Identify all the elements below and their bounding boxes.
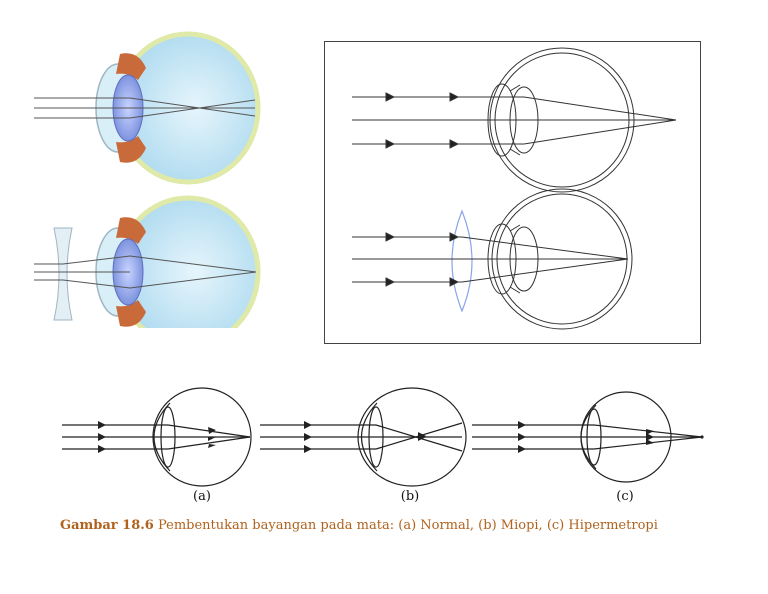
lower-colored-eye xyxy=(34,195,261,328)
eye-normal xyxy=(62,387,252,487)
caption-text: Pembentukan bayangan pada mata: (a) Norm… xyxy=(157,518,658,533)
concave-lens xyxy=(53,227,73,321)
arrowhead xyxy=(385,92,396,102)
upper-colored-eye xyxy=(34,31,261,185)
arrowhead xyxy=(449,139,460,149)
arrowhead xyxy=(385,139,396,149)
light-rays xyxy=(34,255,257,289)
ciliary-muscle-bottom xyxy=(116,300,146,327)
arrowhead xyxy=(449,277,460,287)
arrowheads xyxy=(98,421,704,453)
frame xyxy=(324,41,701,344)
arrowhead xyxy=(449,232,460,242)
arrowhead xyxy=(385,232,396,242)
ciliary-muscle-bottom xyxy=(116,136,146,163)
eye-myopia xyxy=(260,387,467,487)
light-rays xyxy=(34,97,256,119)
label-b: (b) xyxy=(400,489,420,504)
bottom-eye-diagrams xyxy=(62,387,704,487)
label-a: (a) xyxy=(193,489,211,504)
arrowhead xyxy=(385,277,396,287)
ciliary-muscle-top xyxy=(116,217,146,244)
boxed-eye-diagrams xyxy=(324,41,701,344)
colored-eye-diagrams xyxy=(34,31,261,328)
ciliary-muscle-top xyxy=(116,53,146,80)
caption-number: Gambar 18.6 xyxy=(60,518,154,533)
figure-caption: Gambar 18.6 Pembentukan bayangan pada ma… xyxy=(60,518,658,533)
convex-lens xyxy=(451,209,473,313)
label-c: (c) xyxy=(616,489,634,504)
eye-hyperopia xyxy=(472,391,703,483)
lower-light-rays xyxy=(352,232,629,287)
arrowhead xyxy=(449,92,460,102)
upper-light-rays xyxy=(352,92,677,149)
